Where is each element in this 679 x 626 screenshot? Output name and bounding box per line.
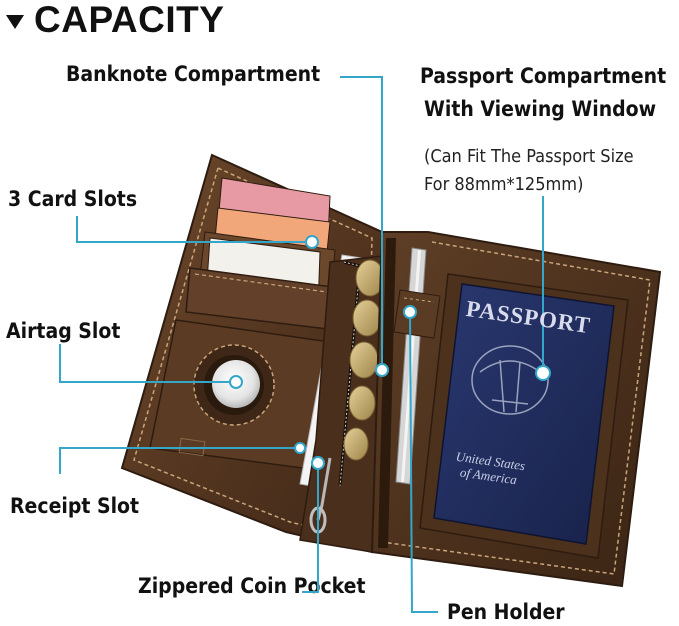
label-card-slots: 3 Card Slots [8,187,138,211]
label-pen-holder: Pen Holder [447,600,565,624]
callout-markers [229,235,551,470]
note-passport-size-2: For 88mm*125mm) [424,174,584,195]
section-header: CAPACITY [6,0,224,40]
marker-card-slots [305,235,319,249]
coins [343,259,385,461]
callout-lines [59,76,544,613]
label-viewing-window: With Viewing Window [424,97,657,121]
wallet-right-panel [370,231,662,588]
marker-zipper [311,456,325,470]
passport-eagle-seal [471,345,549,415]
label-passport-compartment: Passport Compartment [420,64,667,88]
note-passport-size-1: (Can Fit The Passport Size [424,146,634,167]
marker-banknote [375,363,389,377]
wallet-left-panel [120,153,385,554]
section-title: CAPACITY [34,0,225,40]
marker-passport [535,365,551,381]
marker-receipt [294,442,306,454]
label-zippered-coin-pocket: Zippered Coin Pocket [138,574,366,598]
marker-pen-holder [403,305,417,319]
label-receipt-slot: Receipt Slot [10,494,140,518]
label-airtag-slot: Airtag Slot [6,319,121,343]
triangle-down-icon [6,14,24,29]
label-banknote-compartment: Banknote Compartment [66,62,321,86]
marker-airtag [229,375,243,389]
